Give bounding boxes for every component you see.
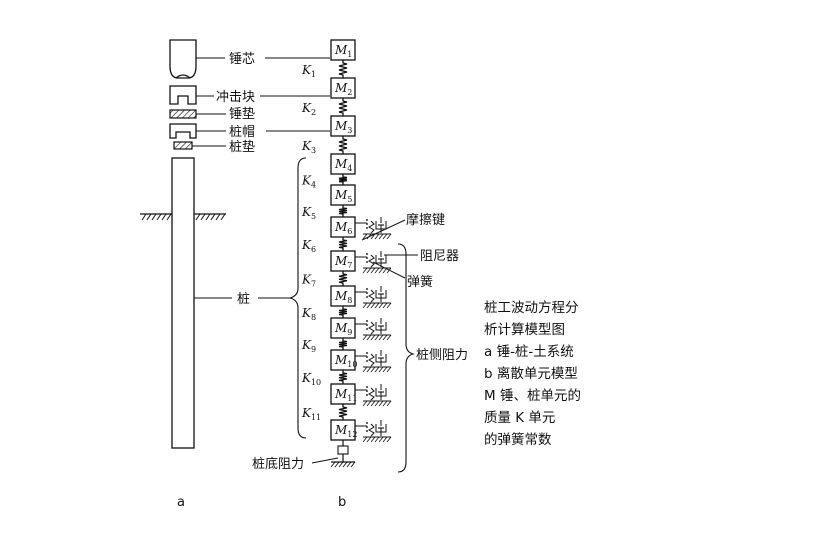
pile-cap	[169, 123, 197, 139]
spring-element	[338, 404, 348, 420]
spring-element	[338, 60, 348, 78]
leader-lines	[192, 57, 330, 299]
label-hammer-ram: 锤芯	[229, 52, 255, 67]
spring-element	[338, 338, 348, 350]
pile-cushion	[173, 141, 193, 150]
spring-label: K10	[301, 371, 321, 387]
caption-line: 析计算模型图	[484, 322, 565, 338]
label-damper: 阻尼器	[420, 249, 459, 264]
spring-element	[338, 136, 348, 154]
spring-element	[338, 271, 348, 286]
side-resistance-unit	[355, 420, 392, 443]
label-spring: 弹簧	[407, 274, 433, 290]
label-side-resistance: 桩侧阻力	[416, 348, 468, 363]
label-friction-key: 摩擦键	[406, 212, 445, 228]
ground-surface	[140, 213, 226, 221]
spring-label: K7	[301, 273, 316, 289]
label-a: a	[177, 495, 185, 510]
label-pile-cushion: 桩垫	[229, 139, 255, 155]
spring-element	[338, 205, 348, 217]
spring-label: K11	[301, 406, 321, 422]
hammer-ram	[169, 39, 197, 79]
spring-label: K3	[301, 139, 316, 155]
spring-element	[338, 237, 348, 251]
discrete-model: M1K1M2K2M3K3M4K4M5K5M6K6M7K7M8K8M9K9M10K…	[301, 39, 357, 468]
side-resistance-brace	[397, 243, 415, 473]
impact-block	[169, 85, 197, 105]
spring-element	[338, 306, 348, 318]
side-resistance-unit	[355, 217, 392, 240]
spring-element	[338, 370, 348, 384]
hammer-cushion	[169, 109, 197, 119]
label-pile: 桩	[237, 292, 250, 307]
label-pile-cap: 桩帽	[229, 124, 255, 140]
side-resistance-unit	[355, 318, 392, 341]
caption-line: b 离散单元模型	[484, 365, 578, 382]
side-resistance-unit	[355, 350, 392, 373]
spring-element	[338, 98, 348, 116]
label-b: b	[338, 495, 346, 510]
pile-brace	[289, 157, 307, 439]
caption-line: 的弹簧常数	[484, 432, 552, 448]
spring-label: K6	[301, 238, 316, 254]
spring-label: K2	[301, 101, 316, 117]
base-resistance-unit	[330, 440, 356, 468]
caption-line: 桩工波动方程分	[484, 300, 579, 316]
spring-label: K5	[301, 205, 316, 221]
caption-line: 质量 K 单元	[484, 410, 555, 426]
spring-element	[338, 174, 348, 185]
spring-label: K1	[301, 63, 316, 79]
pile-shaft	[171, 157, 195, 449]
side-resistance-unit	[355, 286, 392, 309]
label-base-resistance: 桩底阻力	[252, 456, 304, 472]
label-hammer-cushion: 锤垫	[229, 106, 255, 122]
spring-label: K4	[301, 174, 316, 190]
caption-line: M 锤、桩单元的	[484, 388, 581, 404]
side-resistance-unit	[355, 384, 392, 407]
spring-label: K8	[301, 306, 316, 322]
label-impact-block: 冲击块	[216, 90, 255, 105]
component-leaders	[361, 219, 418, 279]
caption-line: a 锤-桩-土系统	[484, 344, 574, 360]
soil-resistance-units	[355, 217, 392, 443]
spring-label: K9	[301, 338, 316, 354]
